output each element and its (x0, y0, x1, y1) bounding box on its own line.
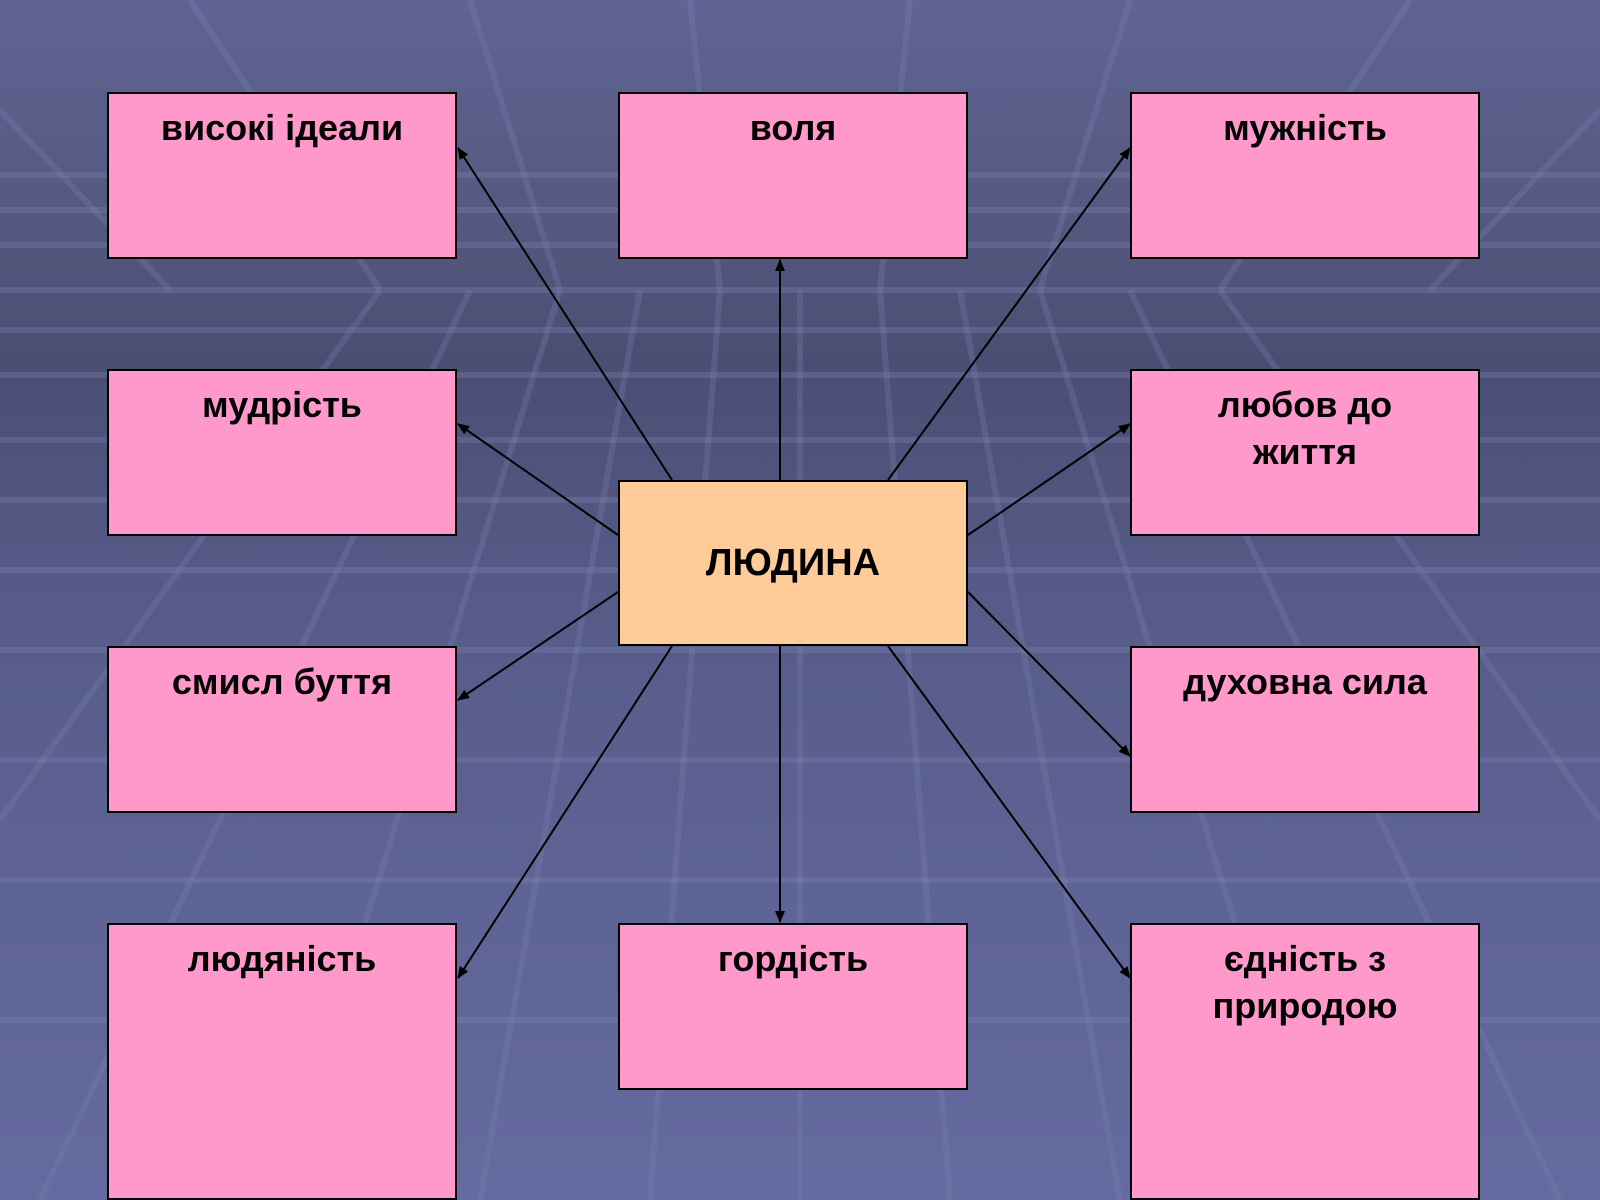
arrow-to-humanity (457, 645, 673, 979)
center-node-human: ЛЮДИНА (618, 480, 968, 646)
arrow-to-love-of-life (967, 423, 1131, 536)
arrow-to-wisdom (457, 423, 619, 536)
node-meaning-of-being: смисл буття (107, 646, 457, 813)
arrow-to-unity-with-nature (887, 645, 1131, 979)
arrow-to-courage (887, 147, 1131, 481)
arrow-to-spiritual-strength (967, 591, 1131, 757)
node-humanity: людяність (107, 923, 457, 1200)
node-spiritual-strength: духовна сила (1130, 646, 1480, 813)
node-unity-with-nature: єдність з природою (1130, 923, 1480, 1200)
center-node-label: ЛЮДИНА (705, 541, 881, 584)
node-pride: гордість (618, 923, 968, 1090)
node-courage: мужність (1130, 92, 1480, 259)
arrow-to-high-ideals (457, 147, 673, 481)
node-wisdom: мудрість (107, 369, 457, 536)
node-love-of-life: любов до життя (1130, 369, 1480, 536)
node-high-ideals: високі ідеали (107, 92, 457, 259)
node-will: воля (618, 92, 968, 259)
arrow-to-meaning-of-being (457, 591, 619, 701)
